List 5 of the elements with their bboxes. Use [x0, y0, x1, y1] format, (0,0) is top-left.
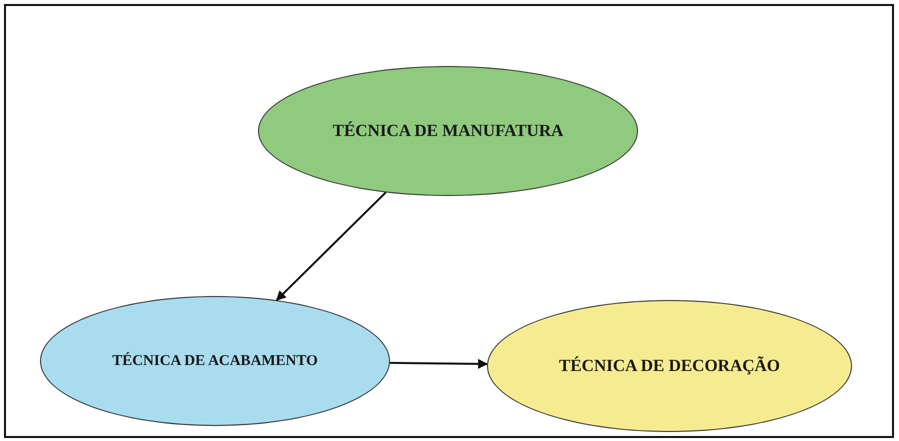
arrow: [276, 192, 386, 301]
node-label: TÉCNICA DE ACABAMENTO: [112, 352, 318, 370]
node-label: TÉCNICA DE MANUFATURA: [332, 121, 564, 141]
arrow: [390, 358, 488, 369]
node-label: TÉCNICA DE DECORAÇÃO: [558, 356, 780, 376]
